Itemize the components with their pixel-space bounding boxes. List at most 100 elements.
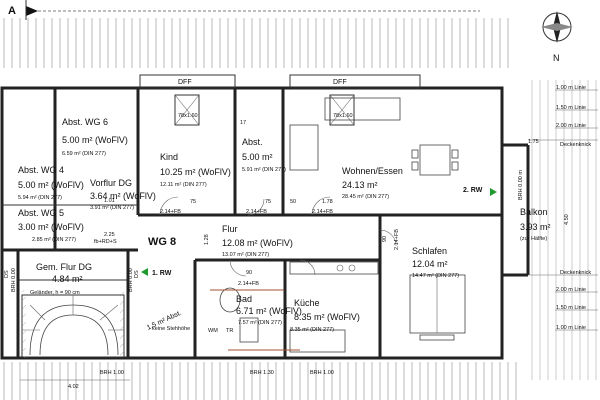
- dim-90a: 90: [246, 270, 252, 276]
- door-swings: [159, 196, 397, 277]
- room-din: 7.57 m² (DIN 277): [238, 320, 282, 326]
- room-name: Vorflur DG: [90, 178, 132, 188]
- brh-bottom: BRH 1.00: [310, 370, 334, 376]
- room-name: Abst. WG 6: [62, 117, 108, 127]
- room-din: 2.85 m² (DIN 277): [32, 237, 76, 243]
- room-area: 3.93 m²: [520, 222, 551, 232]
- dim-214d: 2.14+FB: [238, 281, 259, 287]
- room-area: 5.00 m²: [242, 152, 273, 162]
- roof-hatching: [0, 18, 600, 400]
- room-din: 12.11 m² (DIN 277): [160, 182, 207, 188]
- dim-50: 50: [290, 199, 296, 205]
- dim-90b: 90: [382, 236, 388, 242]
- roof-window-2: 78x1.60: [333, 113, 353, 119]
- dim-17: 17: [240, 120, 246, 126]
- room-name: Kind: [160, 152, 178, 162]
- room-name: Wohnen/Essen: [342, 166, 403, 176]
- room-din: 28.45 m² (DIN 277): [342, 194, 389, 200]
- dim-214e: 2.14+FB: [394, 229, 400, 250]
- dim-214b: 2.14+FB: [246, 209, 267, 215]
- brh-bottom: BRH 1.00: [100, 370, 124, 376]
- vorflur-code: fb+RD+S: [94, 239, 117, 245]
- room-name: Balkon: [520, 207, 548, 217]
- room-area: 5.00 m² (WoFlV): [18, 180, 84, 190]
- interior-walls: [2, 88, 502, 358]
- line-label: 1.50 m Linie: [556, 105, 586, 111]
- rw-label-2: 2. RW: [463, 187, 483, 194]
- rw-arrow-icon: [141, 268, 148, 276]
- wm-label: WM: [208, 328, 218, 334]
- staircase: [21, 290, 125, 358]
- deckenknick-label: Deckenknick: [560, 270, 591, 276]
- dim-75b: 75: [265, 199, 271, 205]
- dim-225: 2.25: [104, 232, 115, 238]
- dim-214a: 2.14+FB: [160, 209, 181, 215]
- room-area: 12.08 m² (WoFlV): [222, 238, 293, 248]
- room-din: 5.94 m² (DIN 277): [18, 195, 62, 201]
- room-area: 10.25 m² (WoFlV): [160, 167, 231, 177]
- roof-window-1: 78x1.60: [178, 113, 198, 119]
- top-dim: 1.75: [528, 139, 539, 145]
- dim-101: 1.01: [104, 198, 115, 204]
- rw-markers: 2. RW 1. RW: [141, 187, 497, 277]
- room-area: 5.00 m² (WoFlV): [62, 135, 128, 145]
- rw-arrow-icon: [490, 188, 497, 196]
- north-label: N: [553, 53, 560, 63]
- railing-note: Geländer, h = 90 cm: [30, 290, 80, 296]
- dim-128: 1.28: [204, 234, 210, 245]
- room-din: 5.91 m² (DIN 277): [242, 167, 286, 173]
- line-label: 2.00 m Linie: [556, 123, 586, 129]
- room-area: 8.35 m² (WoFlV): [294, 312, 360, 322]
- room-area: 12.04 m²: [412, 259, 448, 269]
- height-lines: [528, 89, 598, 331]
- furniture: [210, 97, 466, 353]
- room-din: 13.07 m² (DIN 277): [222, 252, 269, 258]
- room-din: 6.59 m² (DIN 277): [62, 151, 106, 157]
- no-headroom-note: keine Stehhöhe: [152, 326, 190, 332]
- brh-door: BRH 0.00: [11, 268, 17, 292]
- outer-walls: [0, 86, 530, 360]
- dimensions: 4.50 4.02 1.75 17 75 75 50 1.78 1.01 2.2…: [11, 120, 570, 390]
- room-name: Abst. WG 5: [18, 208, 64, 218]
- unit-label: WG 8: [148, 236, 176, 248]
- brh-label: BRH 0.00 m: [518, 170, 524, 200]
- dim-75a: 75: [190, 199, 196, 205]
- room-area: 3.00 m² (WoFlV): [18, 222, 84, 232]
- dff-label-2: DFF: [333, 79, 347, 86]
- section-marker: A: [8, 0, 480, 20]
- room-din: 3.91 m² (DIN 277): [90, 205, 134, 211]
- ds-label: DS: [134, 270, 140, 278]
- room-area: 24.13 m²: [342, 180, 378, 190]
- stair-dim: 4.02: [68, 384, 79, 390]
- dff-bays: DFF DFF 78x1.60 78x1.60: [139, 74, 421, 126]
- balkon-dim: 4.50: [564, 214, 570, 225]
- room-name: Gem. Flur DG: [36, 262, 92, 272]
- line-label: 1.00 m Linie: [556, 325, 586, 331]
- room-labels: Abst. WG 6 5.00 m² (WoFlV) 6.59 m² (DIN …: [18, 117, 551, 333]
- tr-label: TR: [226, 328, 233, 334]
- rw-label-1: 1. RW: [152, 270, 172, 277]
- north-arrow: N: [541, 11, 573, 63]
- room-name: Küche: [294, 298, 320, 308]
- brh-bottom: BRH 1.30: [250, 370, 274, 376]
- room-area: 6.71 m² (WoFlV): [236, 306, 302, 316]
- dff-label-1: DFF: [178, 79, 192, 86]
- room-name: Schlafen: [412, 246, 447, 256]
- line-label: 2.00 m Linie: [556, 287, 586, 293]
- deckenknick-label: Deckenknick: [560, 142, 591, 148]
- room-name: Bad: [236, 294, 252, 304]
- line-label: 1.50 m Linie: [556, 305, 586, 311]
- room-din: (zur Hälfte): [520, 236, 547, 242]
- line-label: 1.00 m Linie: [556, 85, 586, 91]
- dim-178: 1.78: [322, 199, 333, 205]
- notes: Geländer, h = 90 cm 1.5 m² Abst. keine S…: [4, 239, 233, 334]
- dim-214c: 2.14+FB: [312, 209, 333, 215]
- room-name: Abst.: [242, 137, 263, 147]
- room-area: 4.84 m²: [52, 274, 83, 284]
- ds-label: DS: [4, 270, 10, 278]
- room-area: 3.64 m² (WoFlV): [90, 191, 156, 201]
- room-name: Abst. WG 4: [18, 165, 64, 175]
- section-label: A: [8, 5, 16, 17]
- height-labels: 1.00 m Linie 1.50 m Linie 2.00 m Linie 2…: [518, 85, 591, 331]
